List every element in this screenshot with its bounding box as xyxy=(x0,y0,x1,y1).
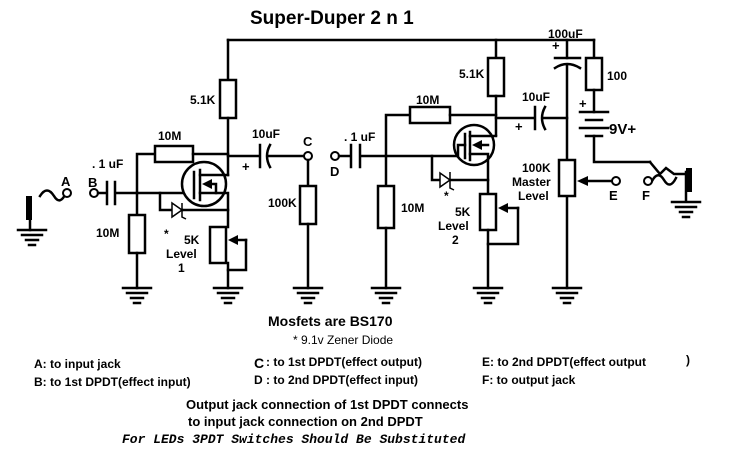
ground-icon xyxy=(370,286,402,305)
cap-01uf-b-label: . 1 uF xyxy=(344,130,375,144)
battery-icon xyxy=(578,110,610,138)
cap-10uf-b-label: 10uF xyxy=(522,90,550,104)
legend-a: A: to input jack xyxy=(34,357,121,371)
ground-icon xyxy=(121,286,153,305)
cap-01uf-b-icon xyxy=(349,143,362,169)
node-b-label: B xyxy=(88,175,97,190)
pot-master-name: Master xyxy=(512,175,551,189)
resistor-10m-gate-2-label: 10M xyxy=(401,201,424,215)
pot-level-1 xyxy=(208,225,228,265)
node-a xyxy=(62,188,72,198)
pot-master-level xyxy=(557,158,577,198)
resistor-10m-feedback-1 xyxy=(153,144,195,164)
resistor-10m-gate-1 xyxy=(127,213,147,255)
input-jack-icon xyxy=(26,196,32,220)
resistor-5k1-drain-1 xyxy=(218,78,238,120)
mosfet-note: Mosfets are BS170 xyxy=(268,313,393,329)
pot-level-2-name: Level xyxy=(438,219,469,233)
resistor-10m-gate-2 xyxy=(376,184,396,230)
legend-d: D : to 2nd DPDT(effect input) xyxy=(254,373,418,387)
cap-100uf-plate-bottom xyxy=(553,62,582,70)
pot-master-wiper-arrow xyxy=(577,176,588,186)
input-jack-squiggle xyxy=(38,189,68,202)
ground-icon xyxy=(472,286,504,305)
mosfet-1-arrow xyxy=(202,179,212,189)
zener-2-bar xyxy=(449,172,455,191)
node-e xyxy=(611,176,621,186)
cap-10uf-a-label: 10uF xyxy=(252,127,280,141)
node-e-label: E xyxy=(609,188,618,203)
output-jack-squiggle xyxy=(650,174,678,186)
resistor-5k1-drain-2-label: 5.1K xyxy=(459,67,485,81)
zener-1-bar xyxy=(181,203,187,220)
output-jack-icon xyxy=(686,168,692,192)
cap-01uf-a-label: . 1 uF xyxy=(92,157,123,171)
wire xyxy=(384,113,412,158)
plus-sign: + xyxy=(552,38,560,53)
pot-master-value: 100K xyxy=(522,161,551,175)
zener-1-icon xyxy=(171,201,184,219)
pot-level-2-wiper-arrow xyxy=(498,203,508,213)
legend-e: E: to 2nd DPDT(effect output xyxy=(482,355,646,369)
legend-f: F: to output jack xyxy=(482,373,576,387)
wire xyxy=(592,134,652,164)
node-a-label: A xyxy=(61,174,71,189)
zener-1-mark: * xyxy=(164,227,169,241)
pot-level-2-value: 5K xyxy=(455,205,471,219)
battery-label: 9V+ xyxy=(609,121,636,138)
resistor-10m-feedback-1-label: 10M xyxy=(158,129,181,143)
resistor-10m-gate-1-label: 10M xyxy=(96,226,119,240)
pot-level-2-number: 2 xyxy=(452,233,459,247)
ground-icon xyxy=(670,200,702,219)
mosfet-1-body xyxy=(210,182,218,195)
cap-100uf-label: 100uF xyxy=(548,27,583,41)
zener-note: * 9.1v Zener Diode xyxy=(293,333,393,347)
pot-level-2-wiper-wire xyxy=(486,206,520,246)
legend-e-paren: ) xyxy=(686,353,690,367)
resistor-10m-feedback-2 xyxy=(408,105,452,125)
pot-level-1-value: 5K xyxy=(184,233,200,247)
zener-2-icon xyxy=(439,171,452,189)
node-d-label: D xyxy=(330,164,339,179)
output-jack-switch-wire xyxy=(648,160,688,176)
resistor-100-label: 100 xyxy=(607,69,627,83)
schematic-title: Super-Duper 2 n 1 xyxy=(250,8,414,29)
pot-level-2 xyxy=(478,192,498,232)
resistor-100k-label: 100K xyxy=(268,196,297,210)
wire xyxy=(456,143,467,158)
plus-sign: + xyxy=(242,159,250,174)
ground-icon xyxy=(292,286,324,305)
ground-icon xyxy=(551,286,583,305)
footer-line-3: For LEDs 3PDT Switches Should Be Substit… xyxy=(122,432,466,447)
node-f-label: F xyxy=(642,188,650,203)
legend-c: : to 1st DPDT(effect output) xyxy=(266,355,422,369)
pot-master-name-2: Level xyxy=(518,189,549,203)
wire xyxy=(135,152,157,195)
cap-01uf-a-icon xyxy=(105,180,117,206)
resistor-5k1-drain-1-label: 5.1K xyxy=(190,93,216,107)
legend-c-letter: C xyxy=(254,355,264,371)
ground-icon xyxy=(212,286,244,305)
plus-sign: + xyxy=(515,119,523,134)
resistor-10m-feedback-2-label: 10M xyxy=(416,93,439,107)
mosfet-2-arrow xyxy=(472,140,482,150)
pot-level-1-number: 1 xyxy=(178,261,185,275)
resistor-5k1-drain-2 xyxy=(486,56,506,98)
legend-b: B: to 1st DPDT(effect input) xyxy=(34,375,191,389)
footer-line-2: to input jack connection on 2nd DPDT xyxy=(188,414,423,429)
pot-level-1-name: Level xyxy=(166,247,197,261)
pot-level-1-wiper-wire xyxy=(226,238,248,272)
node-f xyxy=(643,176,653,186)
pot-level-1-wiper-arrow xyxy=(228,235,238,245)
resistor-100k xyxy=(298,184,318,226)
footer-line-1: Output jack connection of 1st DPDT conne… xyxy=(186,397,468,412)
node-c-label: C xyxy=(303,134,313,149)
mosfet-1-leads xyxy=(198,173,230,229)
plus-sign: + xyxy=(579,96,587,111)
zener-2-mark: * xyxy=(444,189,449,203)
ground-icon xyxy=(16,228,48,247)
resistor-100 xyxy=(584,56,604,92)
